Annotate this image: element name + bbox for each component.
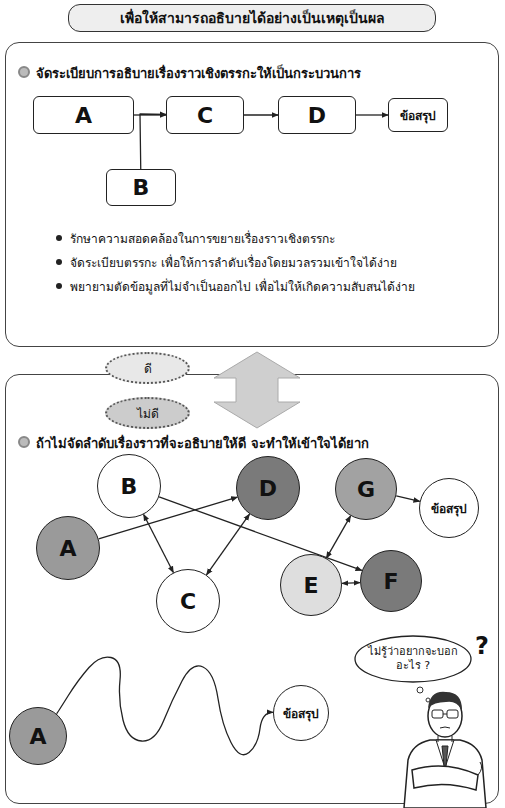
node-text: D (308, 103, 326, 128)
node-text: B (121, 474, 138, 499)
question-mark: ? (475, 632, 489, 660)
node-text: E (303, 573, 318, 598)
topic-circle: E (280, 554, 342, 616)
heading-marker (18, 436, 30, 448)
node-text: ไม่รู้ว่าอยากจะบอก อะไร ? (365, 645, 461, 673)
topic-circle: A (36, 516, 100, 580)
panel-heading: จัดระเบียบการอธิบายเรื่องราวเชิงตรรกะให้… (36, 63, 361, 84)
node-text: A (75, 103, 92, 128)
node-text: B (133, 175, 150, 200)
topic-circle: A (9, 707, 67, 765)
node-text: F (383, 569, 398, 594)
process-box: C (166, 96, 244, 134)
node-text: G (357, 477, 375, 502)
connector (206, 514, 249, 575)
topic-circle: B (97, 454, 161, 518)
process-box: B (106, 169, 176, 206)
bullet-note: จัดระเบียบตรรกะ เพื่อให้การลำดับเรื่องโด… (70, 253, 397, 272)
title-text: เพื่อให้สามารถอธิบายได้อย่างเป็นเหตุเป็น… (120, 7, 385, 29)
process-box: ข้อสรุป (388, 98, 448, 132)
topic-circle: ข้อสรุป (273, 685, 329, 741)
node-text: D (259, 476, 277, 501)
connector (396, 496, 420, 501)
connector (57, 657, 273, 755)
bullet-dot (56, 259, 62, 265)
node-text: ข้อสรุป (431, 499, 467, 518)
bullet-note: รักษาความสอดคล้องในการขยายเรื่องราวเชิงต… (70, 229, 335, 248)
connector (356, 114, 388, 115)
bullet-dot (56, 283, 62, 289)
heading-marker (18, 66, 30, 78)
panel-heading: ถ้าไม่จัดลำดับเรื่องราวที่จะอธิบายให้ดี … (36, 433, 369, 454)
topic-circle: ข้อสรุป (419, 478, 479, 538)
connector (144, 514, 174, 572)
connector (326, 516, 350, 558)
topic-circle: D (236, 456, 300, 520)
process-box: A (33, 96, 134, 134)
rating-ellipse: ไม่ดี (105, 397, 190, 429)
bullet-dot (56, 235, 62, 241)
connector (342, 582, 360, 584)
connector (244, 114, 278, 115)
rating-ellipse: ดี (105, 352, 190, 384)
node-text: A (29, 724, 46, 749)
panel: ถ้าไม่จัดลำดับเรื่องราวที่จะอธิบายให้ดี … (5, 374, 499, 804)
panel: จัดระเบียบการอธิบายเรื่องราวเชิงตรรกะให้… (5, 42, 499, 347)
topic-circle: F (360, 550, 422, 612)
topic-circle: C (156, 569, 220, 633)
node-text: ข้อสรุป (400, 106, 436, 125)
process-box: D (278, 96, 356, 134)
thinking-man (404, 687, 486, 808)
bullet-note: พยายามตัดข้อมูลที่ไม่จำเป็นออกไป เพื่อไม… (70, 277, 415, 296)
node-text: C (197, 103, 213, 128)
node-text: ไม่ดี (137, 404, 159, 423)
node-text: ข้อสรุป (283, 704, 319, 723)
title-bar: เพื่อให้สามารถอธิบายได้อย่างเป็นเหตุเป็น… (68, 4, 436, 32)
node-text: A (59, 536, 76, 561)
connector (140, 114, 166, 169)
double-arrow (214, 352, 300, 428)
node-text: ดี (144, 359, 152, 378)
thought-bubble: ไม่รู้ว่าอยากจะบอก อะไร ? (353, 634, 473, 684)
node-text: C (180, 589, 196, 614)
topic-circle: G (335, 458, 397, 520)
